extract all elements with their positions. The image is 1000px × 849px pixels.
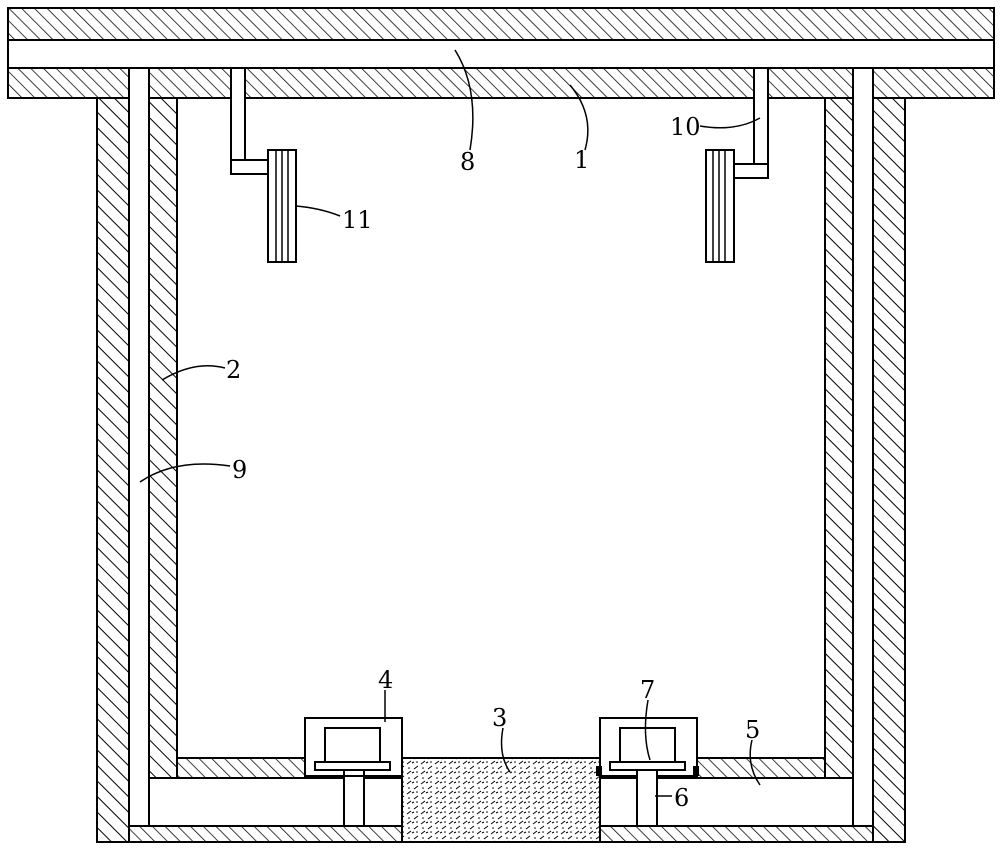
label-3: 3 xyxy=(492,704,507,732)
left-channel xyxy=(128,67,150,843)
label-11: 11 xyxy=(342,206,373,234)
label-10: 10 xyxy=(670,113,701,141)
label-7: 7 xyxy=(640,676,655,704)
left-bracket-horizontal xyxy=(230,159,270,175)
left-roller-assembly xyxy=(230,67,297,263)
label-9: 9 xyxy=(232,456,247,484)
left-bracket-vertical xyxy=(230,67,246,173)
label-8: 8 xyxy=(460,148,475,176)
label-4: 4 xyxy=(378,666,393,694)
right-roller xyxy=(705,149,735,263)
right-roller-assembly xyxy=(705,67,769,263)
label-5: 5 xyxy=(745,716,760,744)
left-inner-wall xyxy=(148,97,178,779)
label-1: 1 xyxy=(574,146,589,174)
right-pedestal xyxy=(596,717,699,827)
right-channel xyxy=(852,67,874,843)
right-bracket-horizontal xyxy=(729,163,769,179)
right-inner-wall xyxy=(824,97,854,779)
right-bracket-vertical xyxy=(753,67,769,179)
center-block xyxy=(401,757,601,843)
label-6: 6 xyxy=(674,784,689,812)
left-pedestal xyxy=(304,717,403,827)
leader-lines xyxy=(139,49,761,797)
top-channel xyxy=(7,39,995,69)
top-plate xyxy=(7,7,995,99)
left-outer-wall xyxy=(96,97,130,843)
label-2: 2 xyxy=(226,356,241,384)
right-outer-wall xyxy=(872,97,906,843)
